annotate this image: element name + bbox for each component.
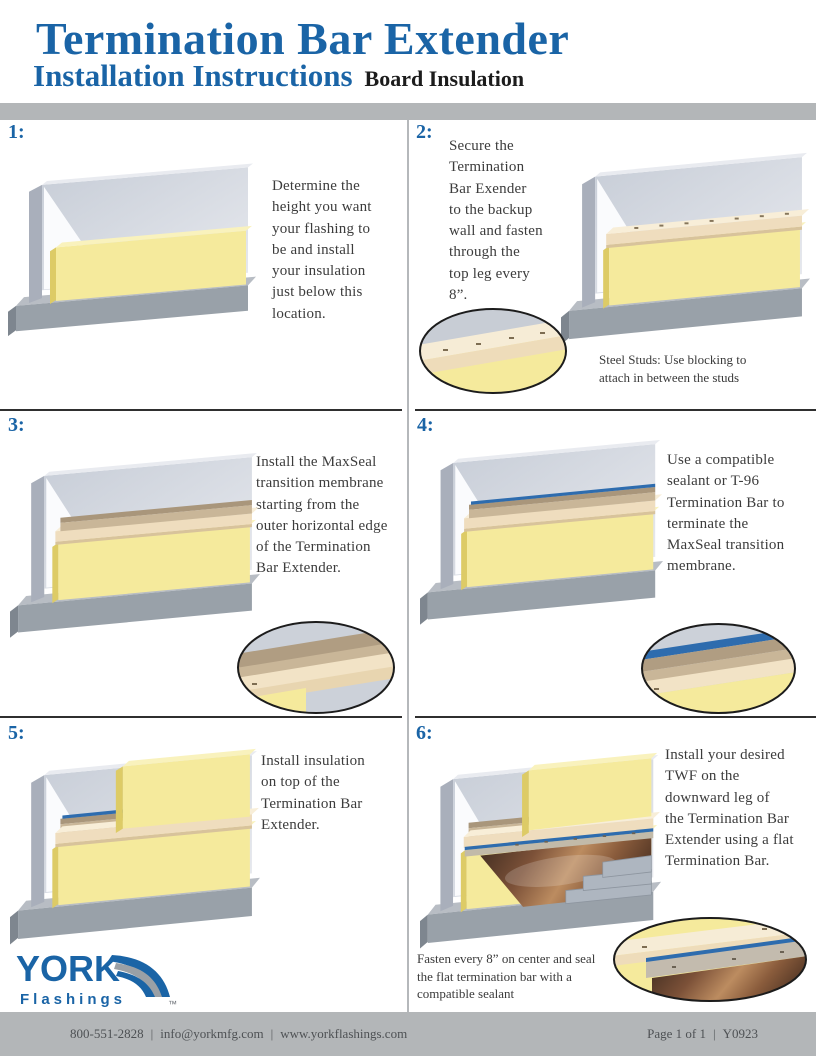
footer-website: www.yorkflashings.com: [280, 1026, 408, 1041]
logo-trademark: ™: [168, 999, 177, 1009]
row-divider-line: [0, 409, 402, 411]
footer-separator: |: [713, 1026, 716, 1041]
step-4-detail-inset: [641, 623, 796, 714]
block-veneer: [565, 855, 652, 905]
step-2-instructions: Secure the Termination Bar Exender to th…: [449, 138, 543, 304]
york-flashings-logo: YORK Flashings ™: [16, 948, 177, 1009]
step-1-number: 1:: [8, 121, 25, 143]
step-4-instructions: Use a compatible sealant or T-96 Termina…: [667, 452, 785, 575]
footer-contact: 800-551-2828 | info@yorkmfg.com | www.yo…: [70, 1026, 407, 1042]
step-3-detail-inset: [237, 621, 395, 714]
step-6-illustration: [420, 752, 662, 949]
row-divider-line: [0, 716, 402, 718]
row-divider-line: [415, 409, 816, 411]
step-6-instructions: Install your desired TWF on the downward…: [665, 747, 794, 870]
step-5-illustration: [10, 748, 260, 945]
step-2-caption: Steel Studs: Use blocking to attach in b…: [599, 352, 747, 385]
footer-page-info: Page 1 of 1 | Y0923: [647, 1026, 758, 1042]
step-1-instructions: Determine the height you want your flash…: [272, 178, 372, 322]
step-5-number: 5:: [8, 722, 25, 744]
footer-page-number: Page 1 of 1: [647, 1026, 706, 1041]
step-6-caption: Fasten every 8” on center and seal the f…: [417, 951, 596, 1002]
step-3-instructions: Install the MaxSeal transition membrane …: [256, 454, 388, 577]
step-2-detail-inset: [419, 308, 567, 394]
footer-doc-code: Y0923: [722, 1026, 758, 1041]
step-6-number: 6:: [416, 722, 433, 744]
fastener-marks: [515, 832, 636, 846]
logo-name-text: YORK: [16, 948, 120, 989]
row-divider-line: [415, 716, 816, 718]
logo-swoosh-icon: [108, 955, 170, 997]
footer-email: info@yorkmfg.com: [160, 1026, 264, 1041]
header-divider-bar: [0, 103, 816, 120]
step-4-number: 4:: [417, 414, 434, 436]
footer-bar: 800-551-2828 | info@yorkmfg.com | www.yo…: [0, 1012, 816, 1056]
column-divider-line: [407, 120, 409, 1012]
step-2-number: 2:: [416, 121, 433, 143]
step-2-illustration: [561, 152, 810, 345]
page-title: Termination Bar Extender: [36, 13, 570, 64]
step-6-detail-inset: [613, 917, 807, 1002]
step-1-illustration: [8, 163, 256, 337]
footer-separator: |: [270, 1026, 274, 1041]
subtitle-note: Board Insulation: [364, 66, 525, 91]
step-4-illustration: [420, 439, 664, 625]
step-3-number: 3:: [8, 414, 25, 436]
logo-subtext: Flashings: [20, 991, 126, 1008]
fastener-marks: [634, 212, 789, 229]
step-3-illustration: [10, 452, 260, 638]
page-subtitle: Installation Instructions: [33, 58, 353, 93]
page-subtitle-row: Installation Instructions Board Insulati…: [33, 58, 524, 94]
footer-phone: 800-551-2828: [70, 1026, 144, 1041]
footer-separator: |: [150, 1026, 154, 1041]
step-5-instructions: Install insulation on top of the Termina…: [261, 753, 366, 833]
